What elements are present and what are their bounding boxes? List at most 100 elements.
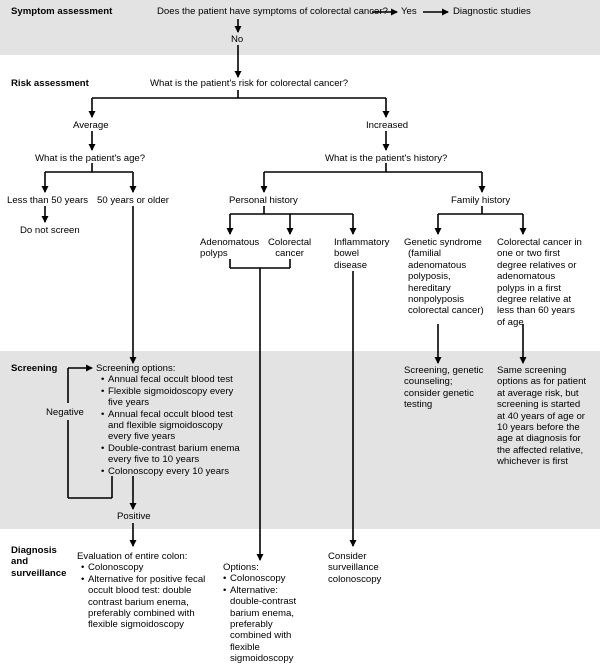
section-symptom-assessment: Symptom assessment: [11, 6, 113, 17]
list-line: barium enema,: [230, 607, 294, 619]
node-line: colorectal cancer): [408, 305, 484, 317]
list-line: every five to 10 years: [108, 454, 200, 466]
node-line: Same screening: [497, 365, 567, 376]
options-node: Options: Colonoscopy Alternative: double…: [223, 562, 296, 665]
node-line: age at diagnosis for: [497, 433, 581, 445]
node-line: polyps: [200, 248, 228, 260]
node-line: options as for patient: [497, 376, 587, 388]
list-line: occult blood test: double: [88, 585, 192, 597]
list-line: Alternative for positive fecal: [88, 573, 206, 585]
list-line: contrast barium enema,: [88, 596, 189, 608]
node-line: Screening, genetic: [404, 365, 484, 376]
node-line: one or two first: [497, 248, 560, 260]
node-line: less than 60 years: [497, 305, 575, 317]
node-line: Colorectal cancer in: [497, 237, 582, 248]
node-line: degree relative at: [497, 294, 572, 306]
list-line: and flexible sigmoidoscopy: [108, 420, 223, 432]
section-screening: Screening: [11, 363, 58, 374]
increased-label: Increased: [366, 120, 409, 131]
node-line: Colorectal: [268, 237, 312, 248]
section-risk-assessment: Risk assessment: [11, 78, 89, 89]
node-line: consider genetic: [404, 387, 474, 399]
list-item: Alternative: double-contrast barium enem…: [223, 585, 296, 665]
same-screening-node: Same screening options as for patient at…: [497, 365, 586, 468]
node-line: adenomatous: [497, 271, 556, 283]
node-line: Consider: [328, 551, 367, 562]
node-line: polyposis,: [408, 271, 451, 283]
list-line: combined with: [230, 630, 292, 642]
negative-label: Negative: [46, 407, 84, 419]
list-line: Colonoscopy every 10 years: [108, 465, 230, 477]
list-line: Annual fecal occult blood test: [108, 408, 233, 420]
adenomatous-polyps-node: Adenomatous polyps: [200, 237, 259, 260]
section-diagnosis-surveillance: Diagnosis and surveillance: [11, 545, 66, 579]
yes-label: Yes: [401, 6, 417, 17]
options-title: Options:: [223, 562, 259, 573]
list-line: Alternative:: [230, 584, 278, 596]
list-line: Colonoscopy: [88, 562, 144, 574]
list-item: Colonoscopy every 10 years: [101, 465, 240, 478]
evaluation-list: Colonoscopy Alternative for positive fec…: [81, 562, 205, 630]
screening-options-list: Annual fecal occult blood test Flexible …: [101, 374, 240, 477]
list-line: sigmoidoscopy: [230, 653, 294, 665]
options-list: Colonoscopy Alternative: double-contrast…: [223, 573, 296, 664]
section-diagnosis-line: and: [11, 556, 29, 568]
node-line: at average risk, but: [497, 387, 579, 399]
surveillance-node: Consider surveillance colonoscopy: [328, 551, 381, 585]
node-line: counseling;: [404, 376, 453, 388]
ibd-node: Inflammatory bowel disease: [334, 237, 389, 271]
list-line: preferably combined with: [88, 608, 195, 620]
node-line: screening is started: [497, 399, 581, 411]
list-line: double-contrast: [230, 596, 297, 608]
age-question: What is the patient's age?: [35, 153, 146, 164]
node-line: degree relatives or: [497, 259, 577, 271]
node-line: Adenomatous: [200, 237, 260, 248]
diagnostic-studies: Diagnostic studies: [453, 6, 531, 17]
family-history-label: Family history: [451, 195, 511, 206]
risk-question: What is the patient's risk for colorecta…: [150, 78, 349, 89]
section-diagnosis-line: surveillance: [11, 567, 67, 579]
list-line: flexible sigmoidoscopy: [88, 619, 184, 631]
symptom-band: [0, 0, 600, 55]
node-line: of age: [497, 316, 524, 328]
evaluation-title: Evaluation of entire colon:: [77, 551, 188, 562]
list-line: Colonoscopy: [230, 573, 286, 585]
node-line: at 40 years of age or: [497, 410, 585, 422]
screening-band: [0, 351, 600, 529]
node-line: Genetic syndrome: [404, 237, 482, 248]
node-line: whichever is first: [497, 456, 568, 468]
genetic-screening-node: Screening, genetic counseling; consider …: [404, 365, 483, 411]
under-50-label: Less than 50 years: [7, 195, 89, 206]
evaluation-node: Evaluation of entire colon: Colonoscopy …: [77, 551, 205, 631]
node-line: colonoscopy: [328, 573, 382, 585]
family-crc-node: Colorectal cancer in one or two first de…: [497, 237, 582, 328]
node-line: testing: [404, 399, 433, 411]
positive-label: Positive: [117, 511, 151, 522]
list-item: Alternative for positive fecal occult bl…: [81, 574, 205, 631]
screening-options-node: Screening options: Annual fecal occult b…: [96, 363, 240, 477]
list-item: Colonoscopy: [81, 562, 205, 574]
list-line: Double-contrast barium enema: [108, 442, 240, 454]
node-line: cancer: [275, 248, 304, 260]
node-line: hereditary: [408, 282, 451, 294]
node-line: polyps in a first: [497, 282, 561, 294]
list-line: flexible: [230, 641, 260, 653]
node-line: the affected relative,: [497, 444, 584, 456]
node-line: bowel: [334, 248, 360, 260]
symptom-question: Does the patient have symptoms of colore…: [157, 6, 388, 17]
node-line: 10 years before the: [497, 422, 580, 434]
genetic-syndrome-node: Genetic syndrome (familial adenomatous p…: [404, 237, 484, 317]
screening-options-title: Screening options:: [96, 363, 176, 374]
colorectal-cancer-node: Colorectal cancer: [268, 237, 311, 260]
node-line: adenomatous: [408, 259, 467, 271]
list-line: every five years: [108, 431, 176, 443]
node-line: Inflammatory: [334, 237, 390, 248]
personal-history-label: Personal history: [229, 195, 298, 206]
no-label: No: [231, 34, 244, 45]
list-line: Flexible sigmoidoscopy every: [108, 385, 234, 397]
